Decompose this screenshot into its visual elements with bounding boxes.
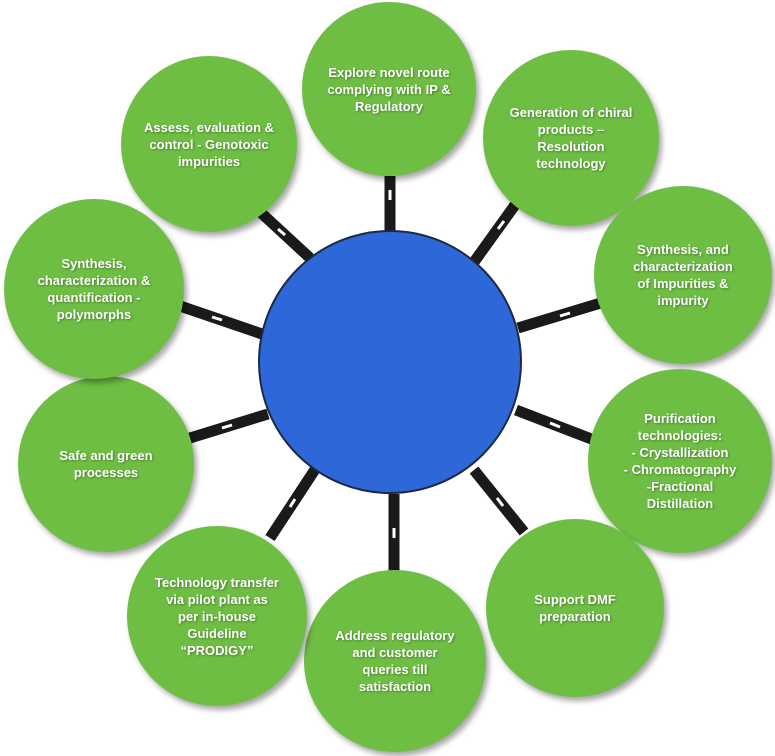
node-chiral-products: Generation of chiral products – Resoluti… (483, 50, 659, 226)
connector-impurities (516, 296, 606, 334)
node-green-label: Safe and green processes (59, 448, 153, 480)
connector-polymorphs (178, 300, 264, 340)
node-tech-transfer-label: Technology transfer via pilot plant as p… (154, 574, 279, 658)
connector-genotoxic (254, 205, 314, 263)
connector-chiral (469, 194, 525, 266)
connector-green (188, 408, 270, 444)
node-safe-green-processes: Safe and green processes (18, 376, 194, 552)
central-hub-circle (258, 230, 522, 494)
connector-dmf (469, 466, 529, 536)
node-genotoxic-impurities: Assess, evaluation & control - Genotoxic… (121, 56, 297, 232)
node-dmf-label: Support DMF preparation (534, 592, 616, 624)
node-polymorphs-label: Synthesis, characterization & quantifica… (37, 256, 151, 322)
node-support-dmf: Support DMF preparation (486, 519, 664, 697)
connector-purification (514, 404, 596, 446)
node-explore-label: Explore novel route complying with IP & … (327, 64, 451, 114)
node-genotoxic-label: Assess, evaluation & control - Genotoxic… (143, 119, 275, 169)
node-purification-label: Purification technologies: - Crystalliza… (623, 411, 737, 511)
node-purification-technologies: Purification technologies: - Crystalliza… (588, 369, 772, 553)
connector-tech-transfer (265, 464, 321, 542)
node-polymorphs: Synthesis, characterization & quantifica… (4, 199, 184, 379)
node-chiral-label: Generation of chiral products – Resoluti… (509, 105, 633, 171)
node-explore-novel-route: Explore novel route complying with IP & … (302, 2, 476, 176)
node-regulatory-label: Address regulatory and customer queries … (335, 628, 455, 694)
node-regulatory-queries: Address regulatory and customer queries … (304, 570, 486, 752)
node-impurities-label: Synthesis, and characterization of Impur… (633, 242, 733, 308)
node-technology-transfer: Technology transfer via pilot plant as p… (127, 526, 307, 706)
node-impurities-synthesis: Synthesis, and characterization of Impur… (594, 186, 772, 364)
